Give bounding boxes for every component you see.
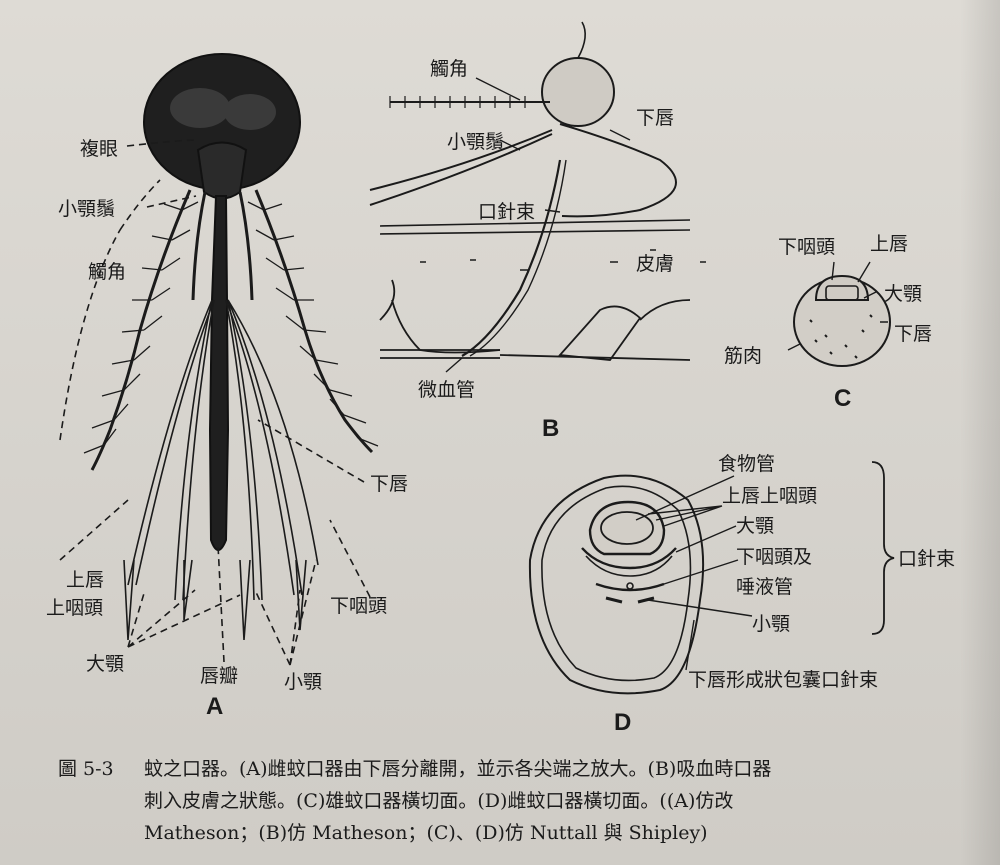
label-maxilla-d: 小顎 <box>752 613 790 635</box>
panel-b-letter: B <box>542 415 559 442</box>
palp-left <box>193 192 205 300</box>
label-fascicle-b: 口針束 <box>478 201 535 223</box>
panel-c-letter: C <box>834 385 851 412</box>
label-compound-eye: 複眼 <box>80 138 118 160</box>
head-texture <box>170 88 230 128</box>
label-fascicle-d: 口針束 <box>898 548 955 570</box>
mosquito-mouthparts-figure: 複眼 小顎鬚 觸角 下唇 上唇 上咽頭 下咽頭 大顎 唇瓣 小顎 A <box>0 0 1000 745</box>
panel-b-drawing <box>370 22 706 372</box>
label-labium-a: 下唇 <box>370 473 408 495</box>
stylet-r3 <box>228 300 318 565</box>
label-labrum-a-1: 上唇 <box>66 569 104 591</box>
clypeus <box>198 143 246 199</box>
caption-text-1: 蚊之口器。(A)雌蚊口器由下唇分離開，並示各尖端之放大。(B)吸血時口器 <box>144 758 771 780</box>
label-hypopharynx-c: 下咽頭 <box>778 236 835 258</box>
figure-caption: 圖 5-3蚊之口器。(A)雌蚊口器由下唇分離開，並示各尖端之放大。(B)吸血時口… <box>58 753 978 849</box>
caption-line-1: 圖 5-3蚊之口器。(A)雌蚊口器由下唇分離開，並示各尖端之放大。(B)吸血時口… <box>58 753 978 785</box>
d-salivary-duct <box>627 583 633 589</box>
panel-b-leaders <box>446 78 630 372</box>
label-labrum-c: 上唇 <box>870 233 908 255</box>
b-head <box>542 58 614 126</box>
proboscis-labium <box>210 196 228 550</box>
panel-d-drawing <box>530 462 894 693</box>
b-labium <box>560 124 676 216</box>
label-mandible-c: 大顎 <box>884 283 922 305</box>
label-antenna-b: 觸角 <box>430 58 468 80</box>
panel-c-drawing <box>788 262 890 366</box>
b-antenna-top <box>578 22 585 58</box>
label-capillary-b: 微血管 <box>418 379 475 401</box>
label-food-canal-d: 食物管 <box>718 453 775 475</box>
label-labrum-a-2: 上咽頭 <box>46 597 103 619</box>
antenna-hairs-right <box>248 202 378 446</box>
panel-d-letter: D <box>614 709 631 736</box>
label-antenna-a: 觸角 <box>88 261 126 283</box>
label-mandible-d: 大顎 <box>736 515 774 537</box>
b-capillary-4 <box>500 300 690 360</box>
label-labium-c: 下唇 <box>894 323 932 345</box>
label-maxillary-palp-a: 小顎鬚 <box>58 198 115 220</box>
label-hypopharynx-d-2: 唾液管 <box>736 576 793 598</box>
label-maxilla-a: 小顎 <box>284 671 322 693</box>
stylet-l1b <box>136 300 214 585</box>
label-skin-b: 皮膚 <box>636 253 674 275</box>
label-maxillary-palp-b: 小顎鬚 <box>447 131 504 153</box>
label-labella-a: 唇瓣 <box>200 665 238 687</box>
b-skin-line-2 <box>380 230 690 234</box>
caption-line-2: 刺入皮膚之狀態。(C)雄蚊口器橫切面。(D)雌蚊口器橫切面。((A)仿改 <box>58 785 978 817</box>
label-hypopharynx-d-1: 下咽頭及 <box>736 546 812 568</box>
label-hypopharynx-a: 下咽頭 <box>330 595 387 617</box>
label-muscle-c: 筋肉 <box>724 345 762 367</box>
caption-line-3: Matheson；(B)仿 Matheson；(C)、(D)仿 Nuttall … <box>58 817 978 849</box>
b-fascicle <box>462 160 560 356</box>
label-labrum-epipharynx-d: 上唇上咽頭 <box>722 485 817 507</box>
palp-right <box>240 192 252 300</box>
figure-number: 圖 5-3 <box>58 753 144 785</box>
panel-a-letter: A <box>206 693 223 720</box>
d-maxillae <box>606 598 654 602</box>
b-capillary-3 <box>560 306 640 360</box>
stylet-r1b <box>226 300 254 600</box>
antenna-right <box>256 190 372 452</box>
label-mandible-a: 大顎 <box>86 653 124 675</box>
d-fascicle-brace <box>872 462 894 634</box>
label-labium-b: 下唇 <box>636 107 674 129</box>
label-labium-sheath-d: 下唇形成狀包囊口針束 <box>688 669 878 691</box>
